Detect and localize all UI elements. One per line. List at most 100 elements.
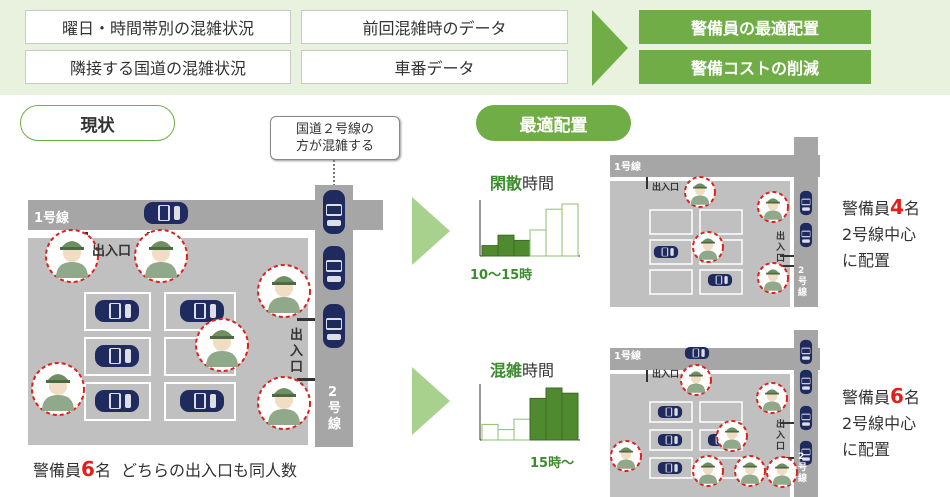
car-road2-icon [323,190,345,234]
parked-car-icon [95,390,139,412]
idle-road-2-label: 2 号 線 [798,266,808,298]
caption-note: どちらの出入口も同人数 [120,461,297,480]
busy-guards-count: 6 [890,384,904,408]
entrance-top-label: 出入口 [92,244,132,259]
car-road2-icon [323,304,345,348]
busy-title-accent: 混雑 [490,361,523,380]
parked-car-icon [95,345,139,367]
mini-guard-icon [684,176,716,208]
busy-summary: 警備員6名 2号線中心 に配置 [842,383,920,463]
current-cars [95,190,345,412]
chart-bar [529,229,547,257]
mini-parked-car-icon [657,405,683,419]
mini-road-1 [610,348,820,370]
busy-parking-map [610,330,820,497]
parked-car-icon [95,300,139,322]
idle-guards-suffix: 名 [903,199,920,218]
busy-guards-suffix: 名 [903,388,920,407]
mini-road-2 [794,137,818,307]
mini-guard-icon [680,364,712,396]
guard-icon [134,229,188,283]
mini-guard-icon [756,382,788,414]
idle-title-rest: 時間 [522,174,555,193]
mini-parked-car-icon [657,433,683,447]
mini-guard-icon [692,455,724,487]
busy-guards-prefix: 警備員 [842,388,891,407]
mini-guard-icon [757,191,789,223]
idle-guards-prefix: 警備員 [842,199,891,218]
chart-bar [513,239,531,257]
mini-car-icon [799,369,813,395]
busy-entrance-right-label: 出 入 口 [776,420,786,452]
road-1-label: 1号線 [34,211,70,226]
busy-road-2-label: 2 号 線 [798,452,808,484]
busy-time: 15時〜 [530,456,575,471]
chart-bar [481,245,499,257]
car-road1-icon [144,202,188,224]
optimal-label: 最適配置 [476,105,631,141]
idle-road-1-label: 1号線 [614,162,641,173]
busy-note-line2: に配置 [842,440,891,459]
idle-entrance-top-label: 出入口 [652,183,680,193]
chip-adjacent-road: 隣接する国道の混雑状況 [25,50,291,84]
chart-bar [545,387,563,441]
chart-bar [561,203,579,257]
mini-guard-icon [610,440,642,472]
current-label: 現状 [20,105,175,141]
idle-bar-chart [479,200,580,257]
chart-bar [529,397,547,441]
chart-bar [497,429,515,441]
mini-guard-icon [692,231,724,263]
chart-bar [561,392,579,441]
caption-count: 6 [81,457,95,481]
mini-guard-icon [734,455,766,487]
road-2-label: 2 号 線 [328,385,342,432]
chart-bar [481,423,499,441]
chart-bar [497,234,515,257]
parked-car-icon [180,390,224,412]
mini-parked-car-icon [653,245,679,259]
current-caption: 警備員6名どちらの出入口も同人数 [33,457,297,481]
guard-icon [31,362,85,416]
chip-plate-data: 車番データ [301,50,568,84]
busy-bar-chart [479,384,580,441]
callout-pointer [333,160,335,186]
mini-parked-car-icon [657,461,683,475]
idle-title-accent: 閑散 [490,174,523,193]
busy-road-1-label: 1号線 [614,351,641,362]
current-guards [31,229,311,430]
callout-line1: 国道２号線の [295,122,374,137]
arrow-idle-icon [412,197,450,265]
guard-icon [195,318,249,372]
idle-guards-count: 4 [890,195,904,219]
chip-previous-data: 前回混雑時のデータ [301,10,568,44]
idle-time: 10〜15時 [470,268,533,283]
mini-guard-icon [716,420,748,452]
chip-weekday-time: 曜日・時間帯別の混雑状況 [25,10,291,44]
mini-road-1 [610,155,820,177]
caption-suffix: 名 [94,461,111,480]
mini-guard-icon [757,262,789,294]
arrow-icon [592,10,628,86]
mini-car-icon [684,346,710,360]
idle-note-line2: に配置 [842,251,891,270]
busy-note-line1: 2号線中心 [842,414,917,433]
idle-summary: 警備員4名 2号線中心 に配置 [842,194,920,274]
chart-bar [545,208,563,257]
caption-prefix: 警備員 [33,461,82,480]
idle-title: 閑散時間 [490,170,554,194]
busy-title: 混雑時間 [490,357,554,381]
idle-note-line1: 2号線中心 [842,225,917,244]
busy-title-rest: 時間 [522,361,555,380]
idle-parking-map [610,137,820,307]
result-cost-reduction: 警備コストの削減 [639,50,871,84]
mini-car-icon [799,222,813,248]
mini-guard-icon [766,456,798,488]
idle-entrance-right-label: 出 入 口 [776,232,786,264]
chart-bar [513,418,531,441]
guard-icon [257,264,311,318]
parked-car-icon [180,300,224,322]
callout-line2: 方が混雑する [295,139,374,154]
busy-entrance-top-label: 出入口 [652,370,680,380]
congestion-callout: 国道２号線の 方が混雑する [270,116,400,160]
